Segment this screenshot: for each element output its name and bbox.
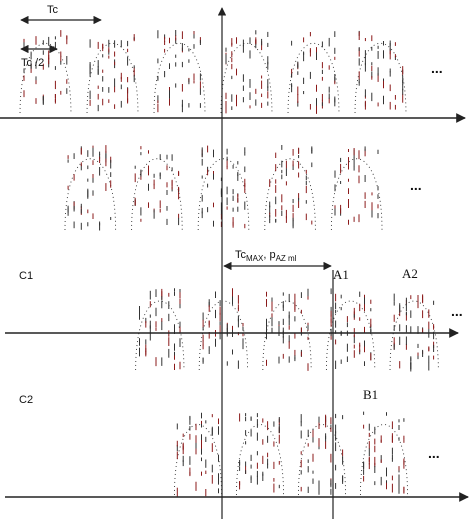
ellipsis-row-c1: ...	[451, 303, 463, 319]
point-label-a2: A2	[402, 266, 418, 281]
point-label-a1: A1	[333, 267, 349, 282]
pulse-train-row-c2	[173, 411, 409, 497]
point-label-b1: B1	[363, 387, 378, 402]
pulse-envelope	[198, 300, 249, 371]
tc-half-label: Tc /2	[21, 57, 44, 69]
pulse-envelope	[220, 42, 273, 114]
pulse-envelope	[297, 424, 347, 496]
row-label-c2: C2	[19, 394, 33, 406]
pulse-envelope	[325, 300, 376, 371]
pulse-train-row-c1	[135, 288, 439, 372]
pulse-envelope	[262, 300, 312, 371]
tc-label: Tc	[47, 4, 59, 16]
pulse-envelope	[86, 42, 139, 114]
pulse-envelope	[264, 158, 316, 231]
pulse-envelope	[153, 42, 206, 114]
pulse-envelope	[19, 42, 72, 114]
ellipsis-row-1: ...	[431, 60, 443, 76]
pulse-envelope	[359, 424, 409, 496]
ellipsis-row-2: ...	[410, 177, 422, 193]
pulse-envelope	[235, 424, 285, 496]
pulse-envelope	[173, 424, 223, 496]
ellipsis-row-c2: ...	[428, 445, 440, 461]
pulse-envelope	[287, 42, 340, 114]
pulse-train-row-1	[19, 30, 407, 114]
pulse-envelope	[389, 300, 439, 371]
tc-max-label: TcMAX, pAZ ml	[235, 249, 297, 263]
pulse-envelope	[330, 158, 383, 231]
pulse-train-row-2	[64, 145, 383, 231]
pulse-envelope	[354, 42, 407, 114]
pulse-envelope	[131, 158, 183, 231]
pulse-envelope	[135, 300, 185, 371]
pulse-envelope	[197, 158, 250, 231]
row-label-c1: C1	[19, 270, 33, 282]
pulse-envelope	[64, 158, 117, 231]
